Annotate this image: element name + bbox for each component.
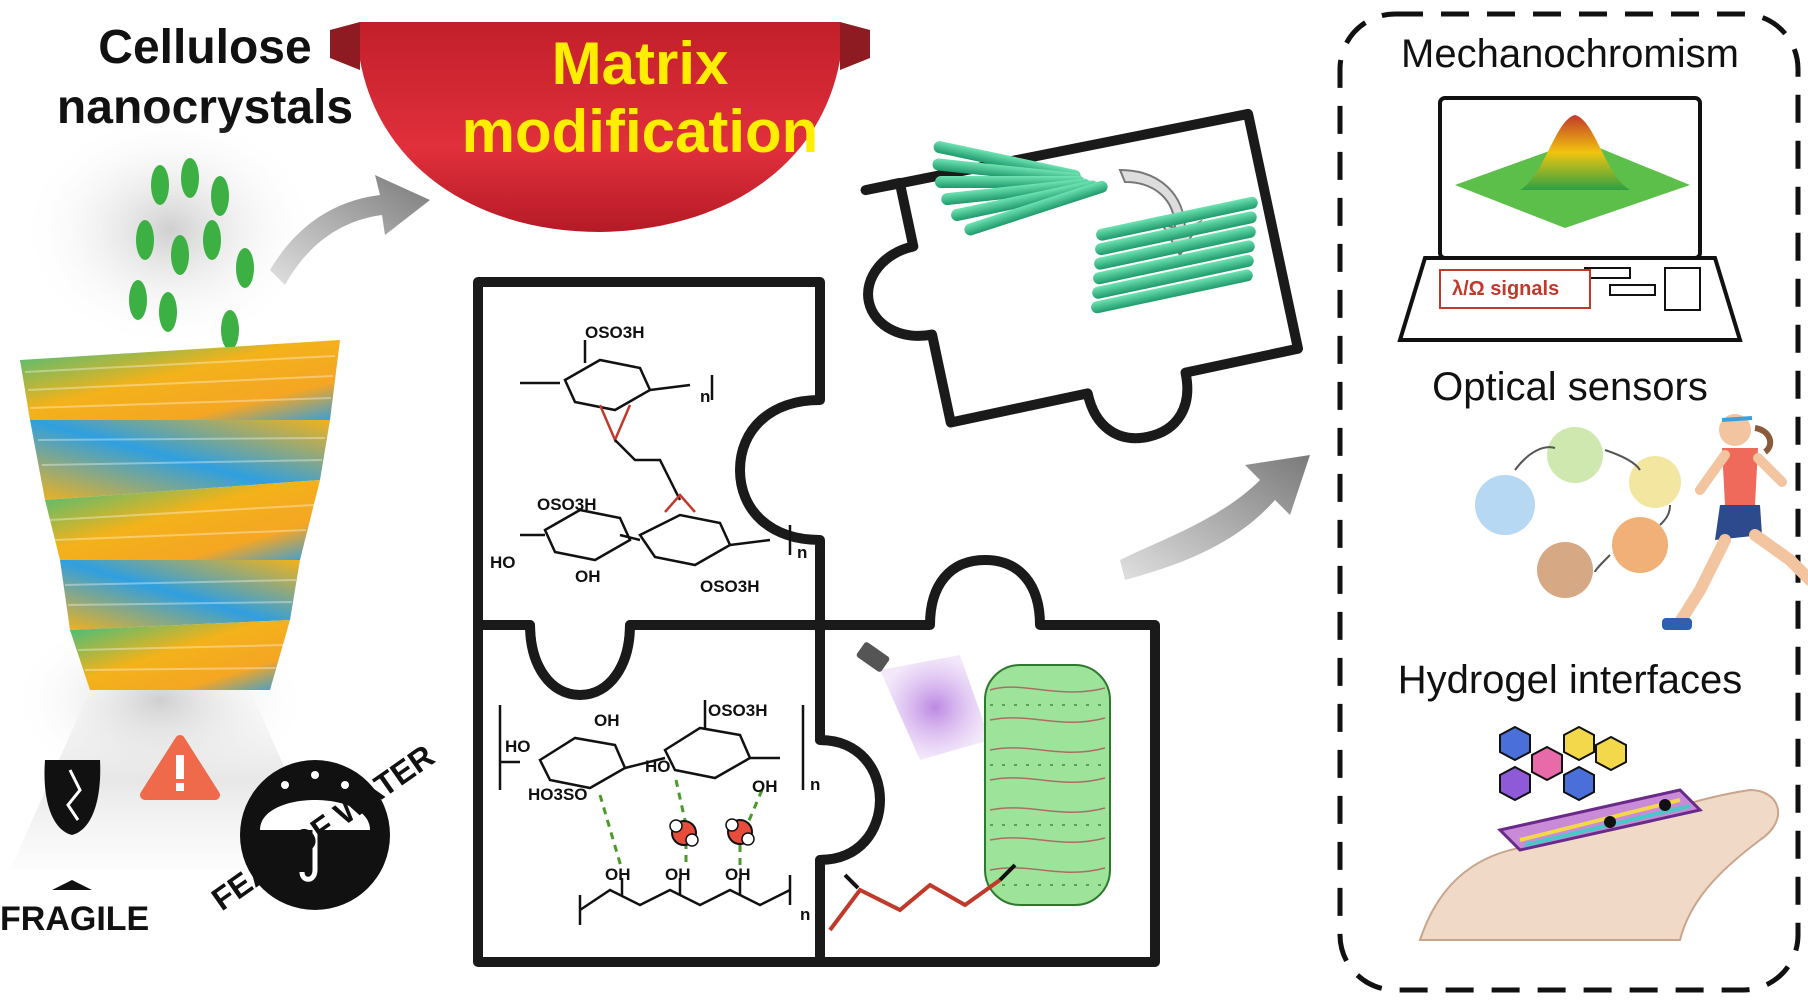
label-oso3h-2: OSO3H <box>537 495 597 514</box>
mechano-peak <box>1455 115 1690 228</box>
arrow-to-banner <box>270 175 430 285</box>
label-oso3h-3: OSO3H <box>700 577 760 596</box>
smoke-cloud <box>20 110 320 350</box>
helix-bundle <box>984 664 1111 906</box>
screen-signal-label: λ/Ω signals <box>1452 278 1560 300</box>
label-bot-ho2: HO <box>645 757 671 776</box>
label-ho-top: HO <box>490 553 516 572</box>
label-pva-n: n <box>800 905 810 924</box>
banner-title: Matrix modification <box>410 30 870 166</box>
banner-line1: Matrix <box>551 30 729 97</box>
fragile-glass-icon <box>44 760 101 890</box>
puzzle-piece-top-right <box>860 108 1303 444</box>
label-n2: n <box>797 543 807 562</box>
chiral-stack <box>20 340 340 690</box>
chem-top-labels: OSO3H OSO3H OSO3H HO OH n n <box>490 323 807 596</box>
hand-sketch <box>1418 788 1780 941</box>
runner-figure <box>1662 414 1808 630</box>
uv-flashlight <box>856 642 990 760</box>
cnc-title-line1: Cellulose <box>98 21 312 74</box>
label-bot-ho3so: HO3SO <box>528 785 588 804</box>
label-bot-oso3h: OSO3H <box>708 701 768 720</box>
label-n1: n <box>700 387 710 406</box>
puzzle <box>473 108 1303 967</box>
rod-bundle-aligned <box>1091 196 1258 314</box>
hydrogel-interfaces-title: Hydrogel interfaces <box>1397 658 1743 702</box>
label-pva-oh2: OH <box>665 865 691 884</box>
label-bot-oh1: OH <box>594 711 620 730</box>
label-pva-oh3: OH <box>725 865 751 884</box>
warning-icon <box>140 735 220 800</box>
label-pva-oh1: OH <box>605 865 631 884</box>
optical-sensors-title: Optical sensors <box>1432 365 1708 409</box>
chem-top <box>520 340 792 567</box>
chem-bottom <box>498 700 805 925</box>
water-molecules <box>669 818 755 847</box>
label-bot-ho1: HO <box>505 737 531 756</box>
cnc-particles <box>129 158 254 350</box>
label-bot-n: n <box>810 775 820 794</box>
umbrella-badge-icon <box>240 760 390 910</box>
arrow-to-applications <box>1120 455 1310 580</box>
label-oso3h-1: OSO3H <box>585 323 645 342</box>
label-oh-top: OH <box>575 567 601 586</box>
hexagon-icons <box>1499 725 1627 802</box>
rod-bundle-twisted <box>932 141 1108 236</box>
color-spheres <box>1475 427 1681 598</box>
label-bot-oh2: OH <box>752 777 778 796</box>
banner-line2: modification <box>461 98 819 165</box>
fragile-label: FRAGILE <box>0 900 150 938</box>
chem-bottom-labels: OSO3H HO OH HO OH HO3SO n OH OH OH n <box>505 701 820 924</box>
lcd-box <box>1439 269 1591 309</box>
red-crosslinker <box>828 863 1017 932</box>
banner <box>330 22 870 232</box>
mechanochromism-title: Mechanochromism <box>1401 32 1739 76</box>
